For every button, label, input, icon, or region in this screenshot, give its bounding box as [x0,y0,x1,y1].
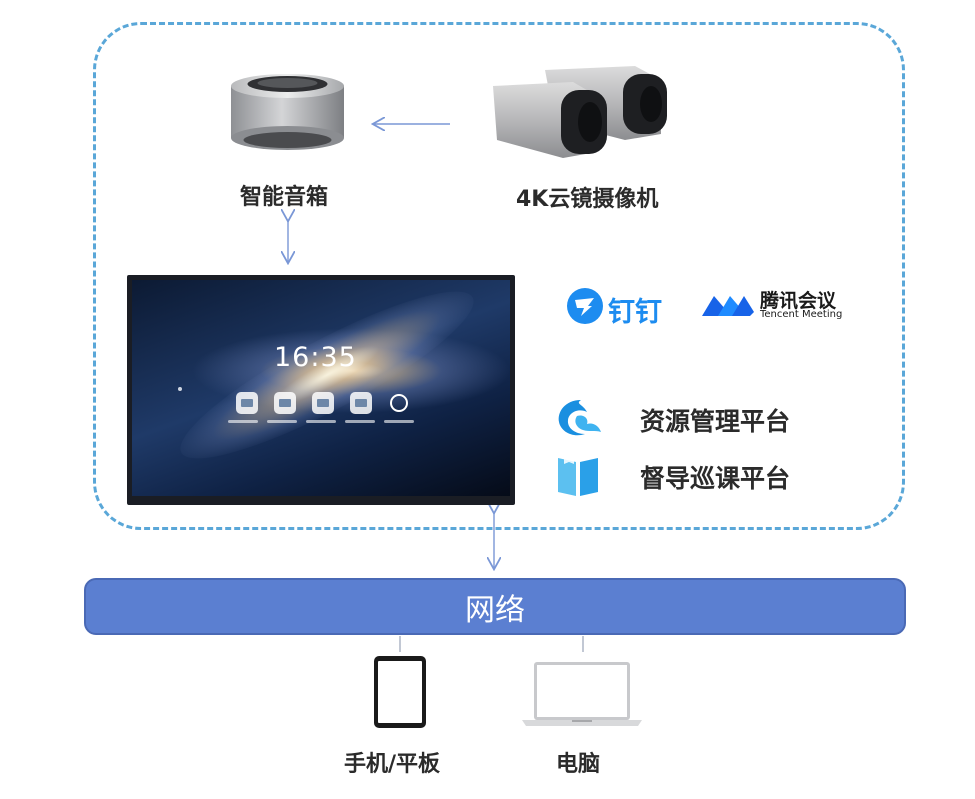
more-apps-icon[interactable] [388,392,410,414]
laptop-icon [522,662,642,726]
tablet-icon [374,656,426,728]
dingtalk-icon [567,288,603,324]
smart-speaker-label: 智能音箱 [240,185,329,210]
mobile-tablet-label: 手机/平板 [344,752,441,777]
resource-app-icon[interactable] [312,392,334,414]
smart-speaker-image [231,74,344,150]
network-bar: 网络 [84,578,906,635]
resource-platform-icon [558,400,601,436]
tencent-meeting-label: 腾讯会议 [760,290,837,312]
supervision-platform-label: 督导巡课平台 [640,464,791,493]
dingtalk-label: 钉钉 [608,297,662,328]
screen-app-row [236,392,410,414]
screen-clock: 16:35 [274,342,357,373]
tencent-meeting-icon [702,296,754,316]
tencent-meeting-subtitle: Tencent Meeting [760,309,843,320]
4k-camera-image [493,66,667,158]
supervision-platform-icon [558,454,598,496]
display-screen: 16:35 [132,280,510,496]
galaxy-wallpaper [164,280,490,484]
resource-platform-label: 资源管理平台 [640,407,791,436]
screen-app-labels [228,420,414,423]
screen-share-app-icon[interactable] [350,392,372,414]
folder-app-icon[interactable] [274,392,296,414]
network-label: 网络 [465,592,525,628]
screen-side-dot-left [178,387,182,391]
interactive-display: 16:35 [127,275,515,505]
whiteboard-app-icon[interactable] [236,392,258,414]
computer-label: 电脑 [556,752,601,777]
4k-camera-label: 4K云镜摄像机 [516,187,659,212]
